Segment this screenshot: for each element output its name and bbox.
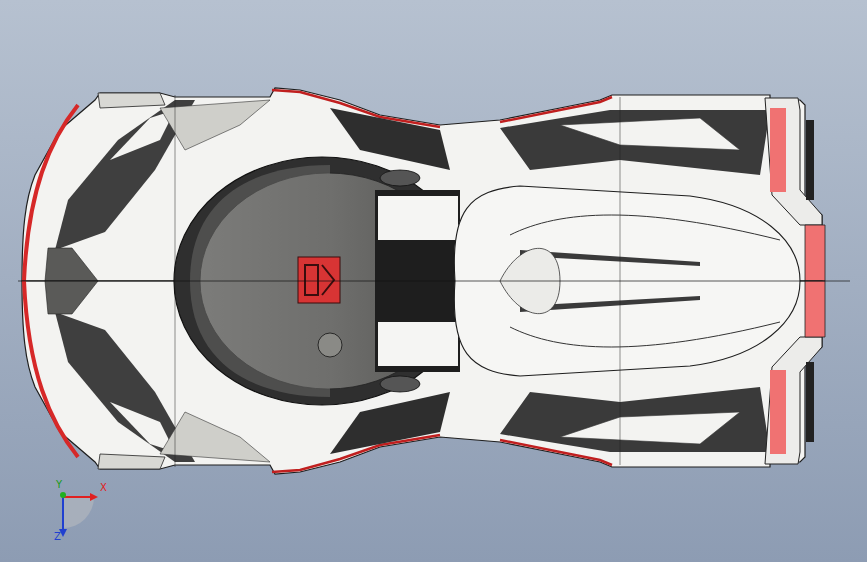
axis-label: Y — [56, 480, 62, 490]
axis-triad — [59, 492, 98, 537]
axis-label: Z — [54, 532, 61, 542]
axis-label: X — [100, 483, 107, 493]
